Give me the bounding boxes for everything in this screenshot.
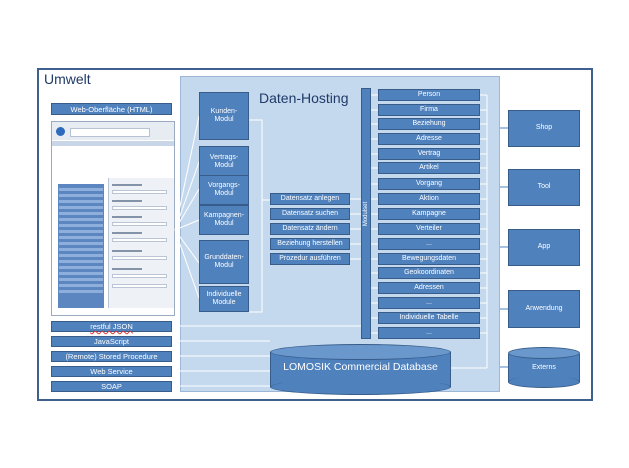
entity-label: Vorgang <box>415 179 443 187</box>
operation-datensatz-aendern: Datensatz ändern <box>270 223 350 235</box>
operation-prozedur-ausfuehren: Prozedur ausführen <box>270 253 350 265</box>
interface-label: JavaScript <box>93 337 129 346</box>
externs-label: Externs <box>532 364 556 371</box>
entity-firma: Firma <box>378 104 480 116</box>
consumer-label: Anwendung <box>525 304 563 312</box>
entity-label: Adressen <box>414 283 444 291</box>
web-ui-screenshot <box>51 121 175 316</box>
entity-artikel: Artikel <box>378 162 480 174</box>
interface-soap: SOAP <box>51 381 172 392</box>
entity-label: ... <box>426 298 432 306</box>
module-vorgang: Vorgangs- Modul <box>199 175 249 205</box>
umwelt-title: Umwelt <box>44 71 91 87</box>
entity-aktion: Aktion <box>378 193 480 205</box>
consumer-shop: Shop <box>508 110 580 147</box>
entity-label: Verteiler <box>416 224 442 232</box>
module-vertrag: Vertrags- Modul <box>199 146 249 178</box>
entity-vorgang: Vorgang <box>378 178 480 190</box>
database-cylinder-top <box>270 344 451 360</box>
consumer-tool: Tool <box>508 169 580 206</box>
entity-adresse: Adresse <box>378 133 480 145</box>
module-grunddaten: Grunddaten- Modul <box>199 240 249 284</box>
operation-datensatz-suchen: Datensatz suchen <box>270 208 350 220</box>
module-label: Kunden- Modul <box>210 107 238 123</box>
entity-label: ... <box>426 239 432 247</box>
module-kampagnen: Kampagnen- Modul <box>199 205 249 235</box>
entity-label: Individuelle Tabelle <box>399 313 459 321</box>
interface-restful-json: restful JSON <box>51 321 172 332</box>
interface-label: Web Service <box>90 367 133 376</box>
interface-stored-procedure: (Remote) Stored Procedure <box>51 351 172 362</box>
operation-datensatz-anlegen: Datensatz anlegen <box>270 193 350 205</box>
entity-label: ... <box>426 328 432 336</box>
operation-label: Datensatz anlegen <box>280 194 340 202</box>
operation-label: Datensatz ändern <box>282 224 338 232</box>
interface-label: restful JSON <box>90 322 133 331</box>
interface-label: SOAP <box>101 382 122 391</box>
consumer-label: Shop <box>535 124 553 132</box>
entity-person: Person <box>378 89 480 101</box>
entity-verteiler: Verteiler <box>378 223 480 235</box>
module-label: Individuelle Module <box>206 290 242 306</box>
interface-label: (Remote) Stored Procedure <box>65 352 158 361</box>
module-label: Grunddaten- Modul <box>204 253 244 269</box>
operation-label: Datensatz suchen <box>281 209 339 217</box>
entity-vertrag: Vertrag <box>378 148 480 160</box>
entity-ellipsis-2: ... <box>378 297 480 309</box>
entity-ellipsis-1: ... <box>378 238 480 250</box>
consumer-label: App <box>537 243 551 251</box>
interface-javascript: JavaScript <box>51 336 172 347</box>
entity-label: Person <box>417 90 441 98</box>
module-label: Vertrags- Modul <box>209 153 239 169</box>
operation-label: Prozedur ausführen <box>279 254 341 262</box>
entity-label: Beziehung <box>412 119 446 127</box>
web-ui-box: Web-Oberfläche (HTML) <box>51 103 172 115</box>
database-cylinder-bottom <box>270 379 451 395</box>
externs-cylinder-top <box>508 347 580 359</box>
entity-kampagne: Kampagne <box>378 208 480 220</box>
operation-beziehung-herstellen: Beziehung herstellen <box>270 238 350 250</box>
module-individuelle: Individuelle Module <box>199 286 249 312</box>
consumer-label: Tool <box>537 183 551 191</box>
modulset-bus: Modulset <box>361 88 371 339</box>
consumer-anwendung: Anwendung <box>508 290 580 328</box>
entity-adressen: Adressen <box>378 282 480 294</box>
entity-label: Vertrag <box>417 149 441 157</box>
entity-ellipsis-3: ... <box>378 327 480 339</box>
entity-geokoordinaten: Geokoordinaten <box>378 267 480 279</box>
bus-label: Modulset <box>363 201 369 226</box>
entity-bewegungsdaten: Bewegungsdaten <box>378 253 480 265</box>
operation-label: Beziehung herstellen <box>277 239 343 247</box>
database-label: LOMOSIK Commercial Database <box>283 361 438 373</box>
entity-label: Aktion <box>419 194 439 202</box>
entity-label: Kampagne <box>412 209 446 217</box>
module-label: Vorgangs- Modul <box>208 181 240 197</box>
entity-label: Adresse <box>416 134 442 142</box>
entity-label: Firma <box>420 105 438 113</box>
module-label: Kampagnen- Modul <box>203 211 245 227</box>
entity-label: Artikel <box>419 163 439 171</box>
module-kunden: Kunden- Modul <box>199 92 249 140</box>
entity-individuelle-tabelle: Individuelle Tabelle <box>378 312 480 324</box>
entity-label: Bewegungsdaten <box>401 254 457 262</box>
web-ui-label: Web-Oberfläche (HTML) <box>70 104 153 114</box>
entity-beziehung: Beziehung <box>378 118 480 130</box>
interface-web-service: Web Service <box>51 366 172 377</box>
daten-hosting-title: Daten-Hosting <box>259 90 349 106</box>
externs-cylinder-bottom <box>508 376 580 388</box>
entity-label: Geokoordinaten <box>404 268 454 276</box>
consumer-app: App <box>508 229 580 266</box>
